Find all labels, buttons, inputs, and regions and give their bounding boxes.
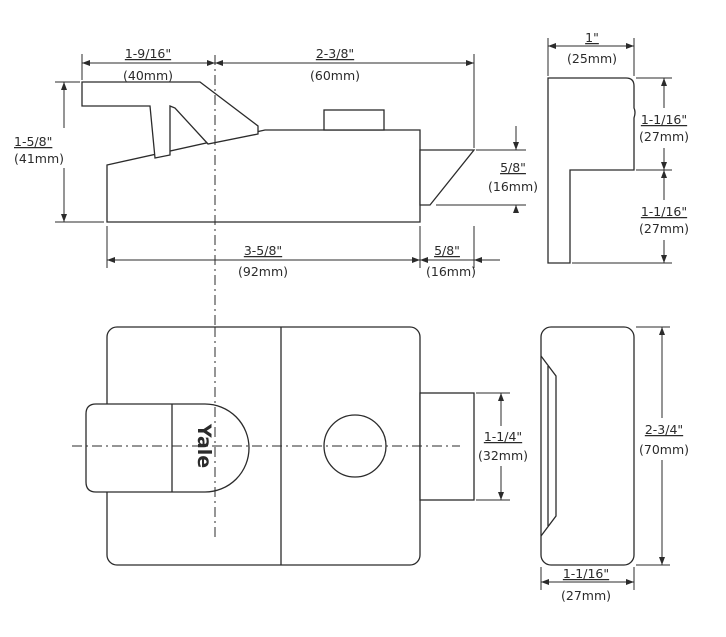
dimension-back-height-fraction: 2-3/4" [645,422,683,437]
dimension-back-width-mm: (27mm) [561,588,611,603]
dimension-top-right: 2-3/8" (60mm) [215,46,475,148]
dimension-bolt-height-mm: (16mm) [488,179,538,194]
dimension-bolt-height: 5/8" (16mm) [436,126,538,213]
dimension-left-height: 1-5/8" (41mm) [14,81,104,223]
dimension-front-bolt-mm: (32mm) [478,448,528,463]
dimension-end-width-fraction: 1" [585,30,599,45]
yale-logo: Yale [193,423,215,468]
end-view [547,77,636,264]
dimension-end-heights: 1-1/16" (27mm) 1-1/16" (27mm) [572,77,690,264]
dimension-top-right-fraction: 2-3/8" [316,46,354,61]
dimension-end-width-mm: (25mm) [567,51,617,66]
dimension-end-lower-mm: (27mm) [639,221,689,236]
dimension-back-width: 1-1/16" (27mm) [540,566,635,603]
dimension-bolt-length-fraction: 5/8" [434,243,460,258]
dimension-end-width: 1" (25mm) [547,30,635,76]
dimension-back-height-mm: (70mm) [639,442,689,457]
dimension-end-lower-fraction: 1-1/16" [641,204,687,219]
end-view-profile [547,77,636,264]
dimension-top-left: 1-9/16" (40mm) [81,46,215,83]
side-view-button [323,109,385,131]
back-view [540,326,635,566]
side-view [81,81,476,223]
dimension-body-length: 3-5/8" (92mm) [106,226,421,279]
dimension-bolt-height-fraction: 5/8" [500,160,526,175]
dimension-body-length-fraction: 3-5/8" [244,243,282,258]
dimension-front-bolt-height: 1-1/4" (32mm) [476,392,528,501]
dimension-front-bolt-fraction: 1-1/4" [484,429,522,444]
dimension-bolt-length-mm: (16mm) [426,264,476,279]
dimension-left-height-fraction: 1-5/8" [14,134,52,149]
dimension-top-right-mm: (60mm) [310,68,360,83]
dimension-end-upper-fraction: 1-1/16" [641,112,687,127]
front-view: Yale [85,326,475,566]
back-view-case [540,326,635,566]
dimension-back-height: 2-3/4" (70mm) [636,326,694,566]
dimension-bolt-length: 5/8" (16mm) [420,226,500,279]
dimension-left-height-mm: (41mm) [14,151,64,166]
dimension-top-left-mm: (40mm) [123,68,173,83]
front-view-handle [85,403,250,493]
side-view-bolt [419,149,476,206]
dimension-back-width-fraction: 1-1/16" [563,566,609,581]
side-view-handle [81,81,259,159]
dimension-end-upper-mm: (27mm) [639,129,689,144]
dimension-top-left-fraction: 1-9/16" [125,46,171,61]
dimension-body-length-mm: (92mm) [238,264,288,279]
